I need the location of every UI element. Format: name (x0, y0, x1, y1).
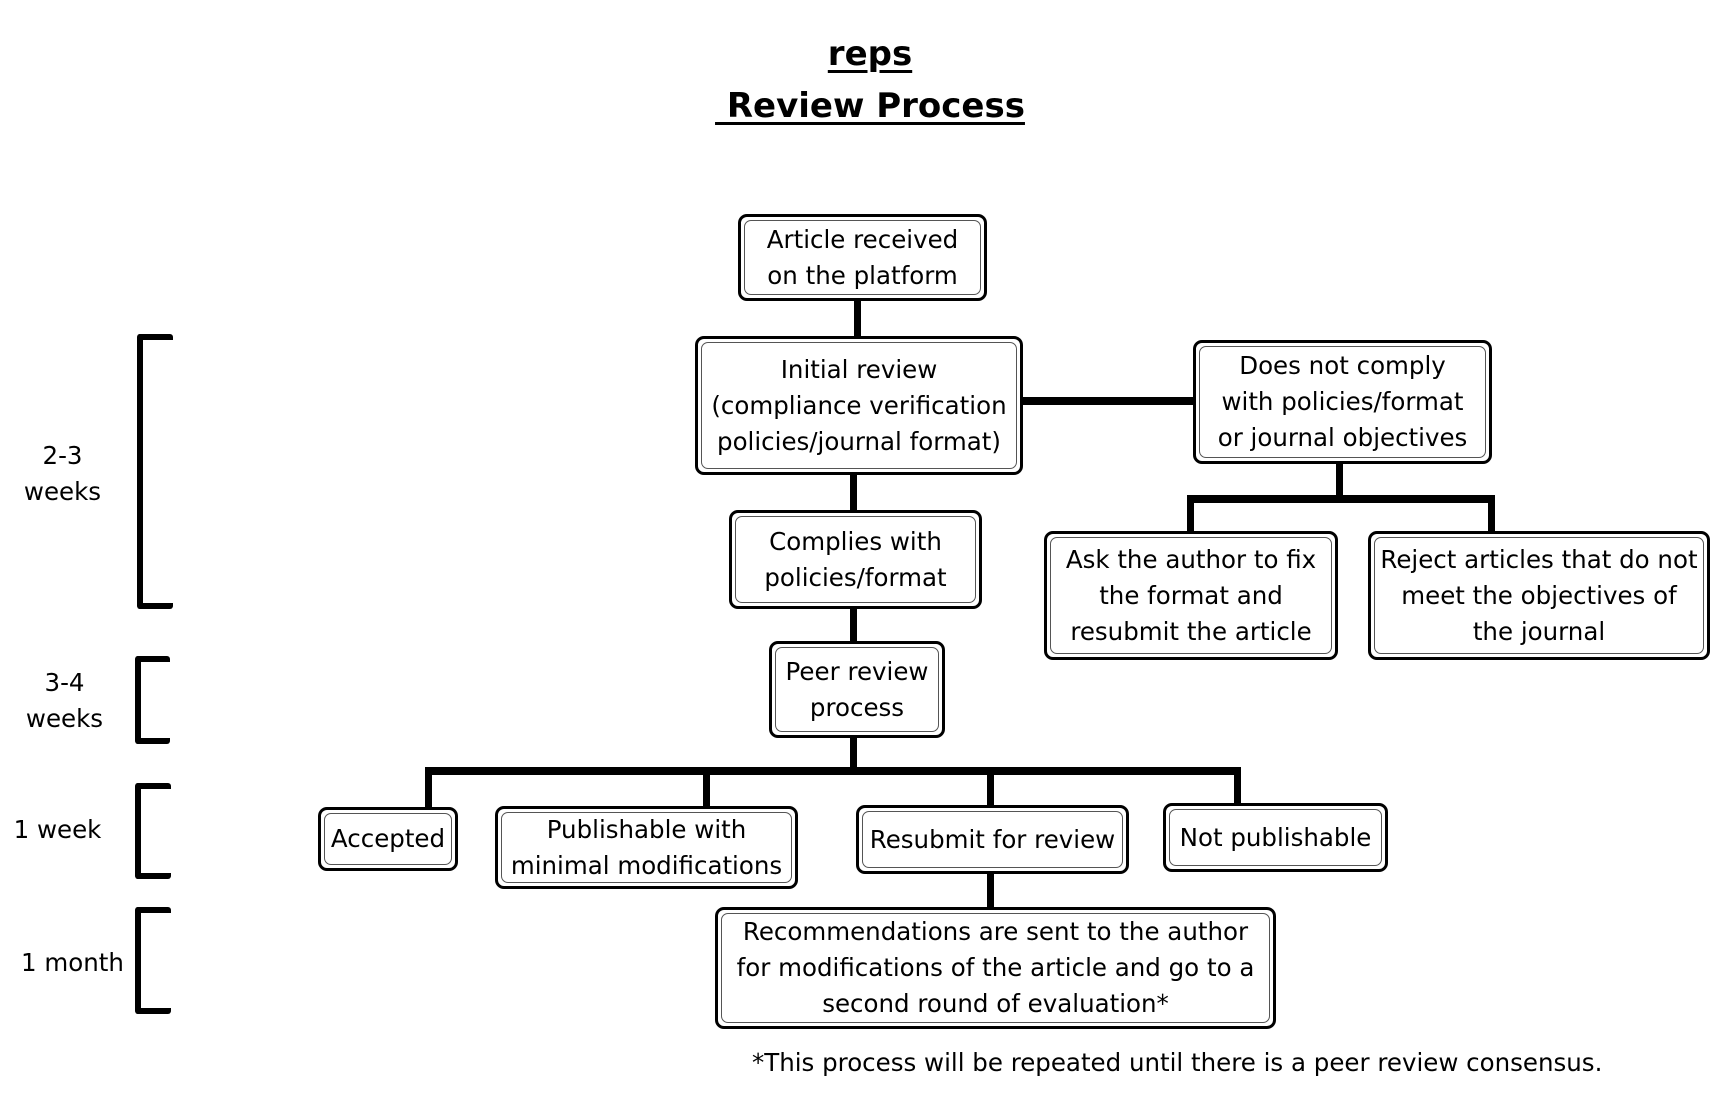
node-resubmit-text: Resubmit for review (862, 811, 1123, 868)
node-publishable-minimal: Publishable with minimal modifications (495, 806, 798, 889)
node-not-publishable: Not publishable (1163, 803, 1388, 872)
connector-to-reject (1488, 495, 1495, 533)
title-journal: reps (827, 34, 913, 74)
timeline-bracket-1-month (135, 907, 171, 1014)
node-does-not-comply: Does not comply with policies/format or … (1193, 340, 1492, 464)
connector-initial-to-noncomply (1022, 397, 1194, 405)
connector-outcomes-branch (425, 767, 1241, 775)
timeline-label-2-3-weeks: 2-3 weeks (23, 441, 102, 506)
timeline-bracket-2-3-weeks (137, 334, 173, 609)
connector-to-not-publishable (1234, 767, 1241, 805)
connector-to-ask-author (1187, 495, 1194, 533)
timeline-label-1-month: 1 month (21, 948, 124, 977)
node-accepted: Accepted (318, 807, 458, 871)
node-not-publishable-text: Not publishable (1169, 809, 1382, 866)
timeline-bracket-1-week (135, 783, 171, 879)
node-initial-review-text: Initial review (compliance verification … (701, 342, 1017, 469)
node-resubmit: Resubmit for review (856, 805, 1129, 874)
node-recommendations: Recommendations are sent to the author f… (715, 907, 1276, 1029)
node-complies-text: Complies with policies/format (735, 516, 976, 603)
connector-to-accepted (425, 767, 432, 809)
connector-noncomply-branch (1187, 495, 1495, 503)
footnote: *This process will be repeated until the… (752, 1048, 1603, 1077)
connector-noncomply-down (1336, 462, 1343, 498)
node-ask-author-text: Ask the author to fix the format and res… (1050, 537, 1332, 654)
node-ask-author: Ask the author to fix the format and res… (1044, 531, 1338, 660)
connector-article-to-initial (854, 300, 861, 338)
node-article-received-text: Article received on the platform (744, 220, 981, 295)
node-initial-review: Initial review (compliance verification … (695, 336, 1023, 475)
node-complies: Complies with policies/format (729, 510, 982, 609)
connector-resubmit-to-recommendations (987, 872, 994, 909)
node-peer-review-text: Peer review process (775, 647, 939, 732)
node-recommendations-text: Recommendations are sent to the author f… (721, 913, 1270, 1023)
title-review-process: Review Process (715, 86, 1025, 126)
node-article-received: Article received on the platform (738, 214, 987, 301)
node-reject-text: Reject articles that do not meet the obj… (1374, 537, 1704, 654)
timeline-bracket-3-4-weeks (135, 656, 170, 744)
connector-complies-to-peer (850, 607, 857, 642)
node-does-not-comply-text: Does not comply with policies/format or … (1199, 346, 1486, 458)
connector-initial-to-complies (850, 473, 857, 512)
node-reject: Reject articles that do not meet the obj… (1368, 531, 1710, 660)
connector-peer-down (850, 736, 857, 772)
node-accepted-text: Accepted (324, 813, 452, 865)
connector-to-publishable (703, 767, 710, 808)
node-publishable-minimal-text: Publishable with minimal modifications (501, 812, 792, 883)
timeline-label-1-week: 1 week (13, 815, 102, 844)
node-peer-review: Peer review process (769, 641, 945, 738)
connector-to-resubmit (987, 767, 994, 807)
timeline-label-3-4-weeks: 3-4 weeks (25, 668, 104, 733)
